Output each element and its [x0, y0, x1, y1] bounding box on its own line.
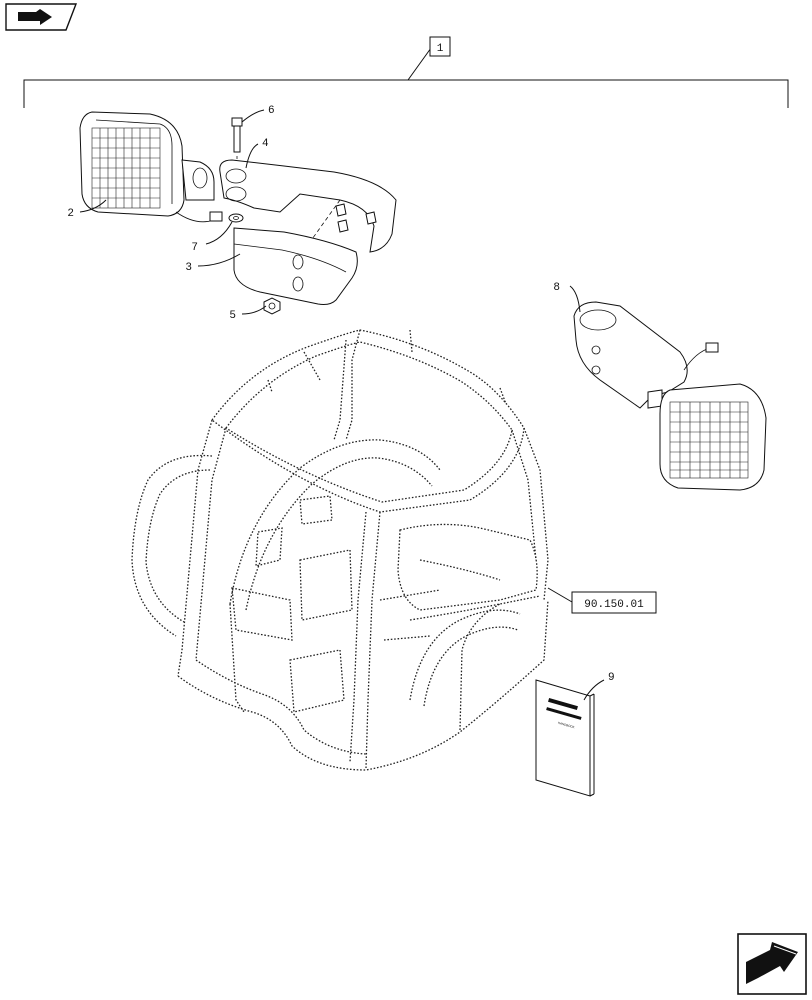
svg-text:7: 7	[191, 242, 198, 254]
svg-text:2: 2	[67, 208, 74, 220]
cross-reference-label: 90.150.01	[584, 599, 644, 611]
cross-reference-box[interactable]: 90.150.01	[547, 587, 657, 614]
svg-text:3: 3	[185, 262, 192, 274]
washer[interactable]	[228, 213, 244, 223]
callout-8[interactable]: 8	[553, 282, 581, 313]
callout-2[interactable]: 2	[67, 199, 107, 220]
svg-text:5: 5	[229, 310, 236, 322]
svg-text:4: 4	[262, 138, 269, 150]
lower-clamp[interactable]	[233, 227, 358, 305]
cab-frame	[131, 329, 549, 771]
callout-4[interactable]: 4	[245, 138, 269, 169]
work-lamp-left[interactable]	[79, 111, 223, 223]
svg-text:8: 8	[553, 282, 560, 294]
assembly-ref-label: 1	[437, 43, 444, 55]
svg-text:6: 6	[268, 105, 275, 117]
callout-6[interactable]: 6	[241, 105, 275, 123]
callout-5[interactable]: 5	[229, 305, 267, 322]
handbook[interactable]: HANDBOOK	[535, 679, 595, 797]
handbook-title: HANDBOOK	[557, 721, 575, 730]
callout-9[interactable]: 9	[583, 672, 615, 701]
assembly-ref-box[interactable]: 1	[429, 36, 451, 57]
callout-7[interactable]: 7	[191, 221, 233, 254]
next-page-button[interactable]	[737, 933, 807, 995]
assembly-bracket	[23, 47, 789, 108]
work-lamp-right-assembly[interactable]	[573, 301, 767, 491]
nut[interactable]	[263, 297, 281, 315]
forward-arrow-icon	[746, 942, 798, 984]
callout-3[interactable]: 3	[185, 253, 241, 274]
svg-text:9: 9	[608, 672, 615, 684]
prev-page-button[interactable]	[5, 3, 78, 31]
